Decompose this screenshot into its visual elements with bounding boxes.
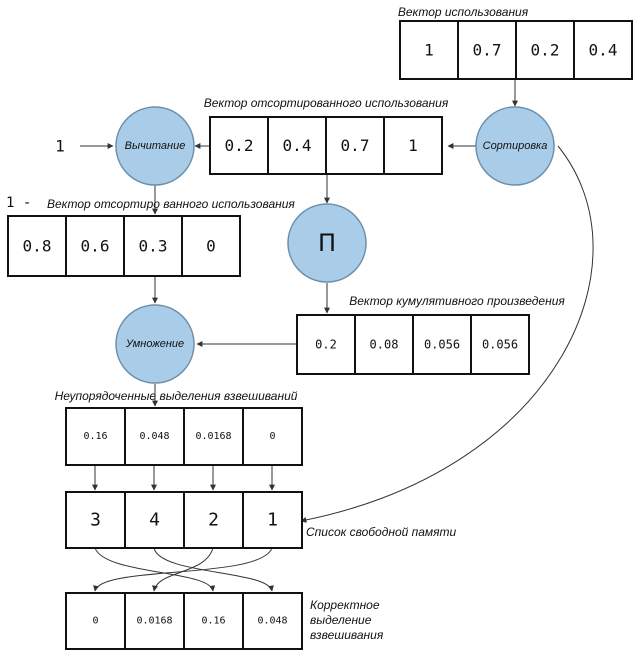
correct-cell-box <box>124 592 185 650</box>
free-list-vector: 3 4 2 1 <box>65 491 303 549</box>
free-list-cell: 1 <box>267 510 278 531</box>
usage-vector-label: Вектор использования <box>398 5 529 19</box>
free-list-cell: 2 <box>208 510 219 531</box>
product-node: П <box>287 203 367 283</box>
permutation-3-to-col3 <box>94 547 216 592</box>
cumprod-cell-box <box>412 314 472 375</box>
sorted-usage-cell-box <box>209 116 269 175</box>
correct-cell-box <box>242 592 303 650</box>
permutation-1-to-col1 <box>93 547 273 592</box>
usage-cell: 0.4 <box>589 41 618 60</box>
correct-weights-vector: 0 0.0168 0.16 0.048 <box>65 592 303 650</box>
free-list-cell-box <box>183 491 244 549</box>
one-minus-cell-box <box>65 215 125 277</box>
product-circle <box>287 203 367 283</box>
sorted-usage-vector: 0.2 0.4 0.7 1 <box>209 116 443 175</box>
usage-cell: 0.2 <box>531 41 560 60</box>
correct-cell: 0.0168 <box>136 616 172 627</box>
sorted-usage-cell-box <box>383 116 443 175</box>
one-minus-cell-box <box>181 215 241 277</box>
input-one: 1 <box>55 137 65 156</box>
cumprod-cell-box <box>470 314 530 375</box>
permutation-4-to-col4 <box>153 547 274 592</box>
product-symbol: П <box>318 229 336 257</box>
one-minus-cell-box <box>7 215 67 277</box>
correct-cell: 0 <box>92 616 98 627</box>
multiply-node: Умножение <box>115 304 195 384</box>
sort-label: Сортировка <box>483 140 548 152</box>
usage-cell: 0.7 <box>473 41 502 60</box>
correct-cell: 0.048 <box>257 616 287 627</box>
cumprod-cell: 0.056 <box>424 338 460 352</box>
arrow-sort-to-freelist <box>300 145 594 523</box>
correct-label-line-1: Корректное <box>310 598 380 612</box>
free-list-cell: 4 <box>149 510 160 531</box>
unordered-cell: 0 <box>269 431 275 442</box>
cumprod-cell: 0.056 <box>482 338 518 352</box>
multiply-label: Умножение <box>125 338 184 350</box>
multiply-circle <box>115 304 195 384</box>
unordered-cell-box <box>242 407 303 466</box>
one-minus-cell: 0.8 <box>23 237 52 256</box>
usage-cell-box <box>399 20 459 80</box>
sorted-usage-cell: 1 <box>408 136 418 155</box>
usage-cell: 1 <box>424 41 434 60</box>
one-minus-sorted-label: Вектор отсортиро ванного использования <box>47 197 295 211</box>
cumprod-vector: 0.2 0.08 0.056 0.056 <box>296 314 530 375</box>
free-list-cell-box <box>242 491 303 549</box>
unordered-cell: 0.048 <box>139 431 169 442</box>
sort-circle <box>475 106 555 186</box>
correct-label-line-2: выделение <box>310 613 372 627</box>
unordered-cell-box <box>183 407 244 466</box>
unordered-cell: 0.16 <box>83 431 107 442</box>
cumprod-cell: 0.2 <box>315 338 337 352</box>
unordered-cell: 0.0168 <box>195 431 231 442</box>
subtract-circle <box>115 106 195 186</box>
free-list-cell-box <box>124 491 185 549</box>
one-minus-prefix: 1 - <box>6 195 31 211</box>
free-list-label: Список свободной памяти <box>306 525 457 539</box>
one-minus-vector: 0.8 0.6 0.3 0 <box>7 215 241 277</box>
sorted-usage-label: Вектор отсортированного использования <box>204 96 449 110</box>
usage-cell-box <box>573 20 633 80</box>
unordered-weights-vector: 0.16 0.048 0.0168 0 <box>65 407 303 466</box>
unordered-cell-box <box>65 407 126 466</box>
unordered-label: Неупорядоченные выделения взвешиваний <box>55 389 298 403</box>
subtract-label: Вычитание <box>125 140 186 152</box>
sorted-usage-cell: 0.7 <box>341 136 370 155</box>
cumprod-cell-box <box>296 314 356 375</box>
unordered-cell-box <box>124 407 185 466</box>
usage-cell-box <box>515 20 575 80</box>
sorted-usage-cell: 0.2 <box>225 136 254 155</box>
subtract-node: Вычитание <box>115 106 195 186</box>
cumprod-cell-box <box>354 314 414 375</box>
usage-vector: 1 0.7 0.2 0.4 <box>399 20 633 80</box>
one-minus-cell: 0.3 <box>139 237 168 256</box>
free-list-cell: 3 <box>90 510 101 531</box>
correct-label-line-3: взвешивания <box>310 628 384 642</box>
sorted-usage-cell: 0.4 <box>283 136 312 155</box>
sort-node: Сортировка <box>475 106 555 186</box>
connectors <box>80 79 594 592</box>
one-minus-cell: 0.6 <box>81 237 110 256</box>
cumprod-label: Вектор кумулятивного произведения <box>349 294 565 308</box>
cumprod-cell: 0.08 <box>370 338 399 352</box>
sorted-usage-cell-box <box>325 116 385 175</box>
one-minus-cell: 0 <box>206 237 216 256</box>
correct-cell: 0.16 <box>201 616 225 627</box>
